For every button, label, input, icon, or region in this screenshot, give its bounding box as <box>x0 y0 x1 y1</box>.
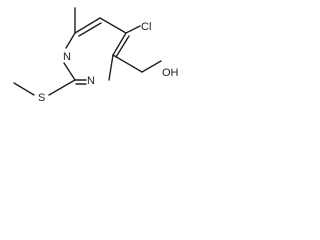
atom-label-n2: N <box>87 75 95 87</box>
molecule-drawing: N N Cl S OH <box>13 7 179 104</box>
bond-c5-c4 <box>99 17 127 34</box>
bond-c3-n1 <box>65 32 76 49</box>
thioether-bond-2 <box>13 82 35 96</box>
chloro-bond <box>125 25 141 34</box>
atom-label-s: S <box>38 92 45 104</box>
bond-c4-c3 <box>74 17 101 34</box>
chemical-structure-diagram: N N Cl S OH <box>0 0 230 131</box>
hydroxymethyl-bond-1 <box>112 54 143 73</box>
bond-c4-c3-double <box>78 22 102 37</box>
bond-n2-c1 <box>108 54 114 81</box>
atom-label-n1: N <box>63 51 71 63</box>
thioether-bond-1 <box>48 79 76 96</box>
bond-c6-c5 <box>112 32 127 56</box>
atom-label-oh: OH <box>162 67 179 79</box>
bond-n1-c2 <box>63 62 76 81</box>
bond-c6-c5-double <box>115 35 130 58</box>
hydroxymethyl-bond-2 <box>141 60 162 73</box>
atom-label-cl: Cl <box>141 21 151 33</box>
